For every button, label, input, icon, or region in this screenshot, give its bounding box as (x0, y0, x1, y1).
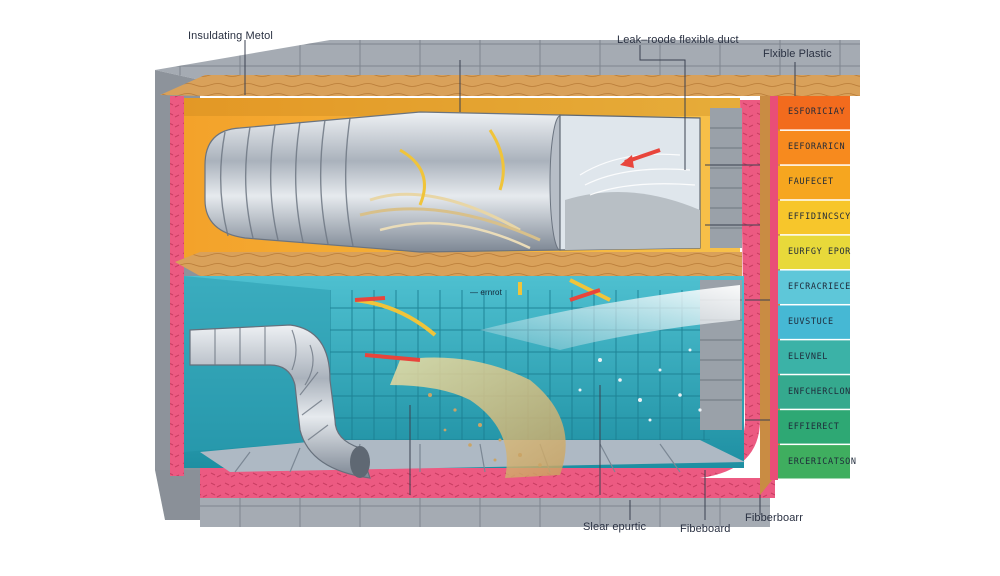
scale-label: EFFIERECT (788, 422, 848, 432)
upper-metal-duct (205, 112, 570, 252)
upper-duct-cutaway (560, 115, 700, 250)
label-sealer: Slear epurtic (583, 521, 646, 533)
scale-label: EEFORARICN (788, 142, 848, 152)
scale-label: ERCERICATSON (788, 457, 848, 467)
scale-label: EFFIDINCSCY (788, 212, 848, 222)
scale-edge (770, 96, 778, 480)
top-wood-plate (160, 75, 860, 96)
scale-label: EUVSTUCE (788, 317, 848, 327)
label-flexible-plastic: Flxible Plastic (763, 48, 832, 60)
label-fiberboard: Fibeboard (680, 523, 730, 535)
middle-wood-shelf (175, 252, 742, 276)
scale-label: ELEVNEL (788, 352, 848, 362)
label-fiberboard-2: Fibberboarr (745, 512, 803, 524)
label-insulating-metal: Insuldating Metol (188, 30, 273, 42)
scale-label: FAUFECET (788, 177, 848, 187)
scale-label: EFCRACRIECE (788, 282, 848, 292)
scale-label: EURFGY EPOR (788, 247, 848, 257)
scale-label: ESFORICIAY (788, 107, 848, 117)
label-leak-flexible-duct: Leak–roode flexible duct (617, 34, 739, 46)
scale-label: ENFCHERCLON (788, 387, 848, 397)
label-inner-marker: — ernrot (470, 288, 502, 297)
